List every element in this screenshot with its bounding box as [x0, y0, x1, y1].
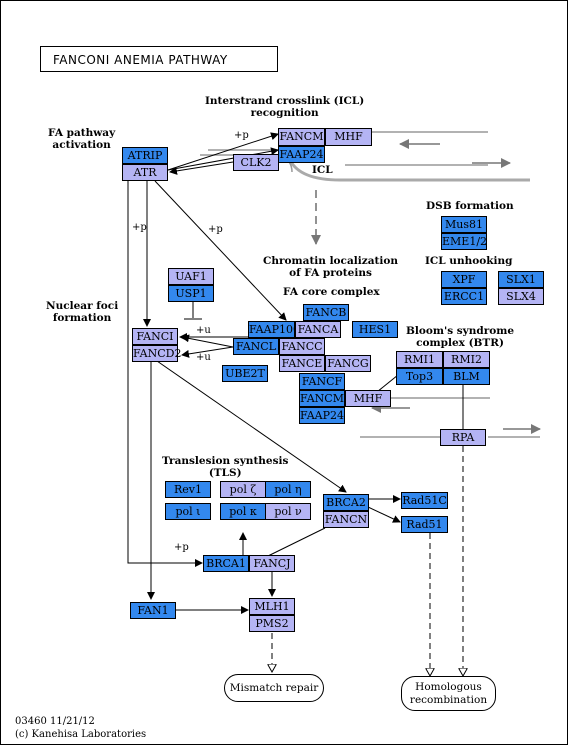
gene-fancc[interactable]: FANCC [279, 338, 325, 355]
gene-fancm[interactable]: FANCM [299, 390, 345, 407]
gene-fancm-top[interactable]: FANCM [278, 128, 325, 146]
gene-fanca[interactable]: FANCA [295, 321, 341, 338]
map-id: 03460 11/21/12 [15, 716, 95, 727]
label-icl-recognition: Interstrand crosslink (ICL)recognition [205, 95, 365, 119]
outcome-mismatch-repair[interactable]: Mismatch repair [224, 674, 324, 702]
gene-rmi1[interactable]: RMI1 [396, 351, 443, 368]
gene-fancg[interactable]: FANCG [325, 355, 371, 372]
gene-rad51[interactable]: Rad51 [401, 516, 448, 533]
ubiquitin-mod: +u [196, 325, 211, 336]
label-icl: ICL [312, 164, 333, 176]
gene-pol-kappa[interactable]: pol κ [220, 503, 266, 520]
phospho-mod: +p [174, 542, 189, 553]
gene-ube2t[interactable]: UBE2T [222, 365, 268, 382]
gene-rmi2[interactable]: RMI2 [443, 351, 490, 368]
gene-clk2[interactable]: CLK2 [233, 154, 279, 171]
ubiquitin-mod: +u [196, 352, 211, 363]
gene-usp1[interactable]: USP1 [168, 285, 214, 302]
gene-blm[interactable]: BLM [443, 368, 490, 385]
gene-hes1[interactable]: HES1 [352, 321, 398, 338]
label-icl-unhooking: ICL unhooking [425, 255, 513, 267]
gene-mhf[interactable]: MHF [345, 390, 391, 407]
gene-fance[interactable]: FANCE [279, 355, 325, 372]
gene-faap100[interactable]: FAAP100 [248, 321, 300, 338]
gene-atr[interactable]: ATR [122, 164, 168, 181]
pathway-title: FANCONI ANEMIA PATHWAY [40, 46, 278, 72]
gene-ercc1[interactable]: ERCC1 [441, 288, 487, 305]
phospho-mod: +p [234, 130, 249, 141]
phospho-mod: +p [132, 222, 147, 233]
phospho-mod: +p [208, 224, 223, 235]
gene-atrip[interactable]: ATRIP [122, 147, 168, 164]
gene-pol-eta[interactable]: pol η [265, 481, 311, 498]
gene-slx1[interactable]: SLX1 [498, 271, 544, 288]
gene-fancj[interactable]: FANCJ [249, 555, 295, 572]
label-dsb-formation: DSB formation [426, 200, 514, 212]
gene-pol-nu[interactable]: pol ν [265, 503, 311, 520]
gene-fancd2[interactable]: FANCD2 [132, 345, 182, 362]
gene-pol-zeta[interactable]: pol ζ [220, 481, 266, 498]
gene-fancf[interactable]: FANCF [299, 373, 345, 390]
gene-mus81[interactable]: Mus81 [441, 216, 487, 233]
gene-pms2[interactable]: PMS2 [249, 615, 295, 632]
label-fa-core: FA core complex [283, 286, 380, 298]
label-tls: Translesion synthesis(TLS) [162, 455, 289, 479]
gene-rpa[interactable]: RPA [440, 429, 486, 446]
gene-slx4[interactable]: SLX4 [498, 288, 544, 305]
gene-rev1[interactable]: Rev1 [165, 481, 211, 498]
gene-xpf[interactable]: XPF [441, 271, 487, 288]
gene-top3[interactable]: Top3 [396, 368, 443, 385]
gene-uaf1[interactable]: UAF1 [168, 268, 214, 285]
gene-mlh1[interactable]: MLH1 [249, 598, 295, 615]
gene-faap24-top[interactable]: FAAP24 [278, 146, 325, 163]
gene-rad51c[interactable]: Rad51C [401, 492, 448, 509]
gene-brca1[interactable]: BRCA1 [203, 555, 249, 572]
gene-pol-iota[interactable]: pol ι [165, 503, 211, 520]
gene-mhf-top[interactable]: MHF [325, 128, 372, 146]
gene-faap24[interactable]: FAAP24 [299, 407, 345, 424]
copyright: (c) Kanehisa Laboratories [15, 729, 147, 740]
gene-eme1[interactable]: EME1/2 [441, 233, 488, 250]
gene-fan1[interactable]: FAN1 [130, 602, 176, 619]
gene-fanci[interactable]: FANCI [132, 328, 178, 345]
gene-fancn[interactable]: FANCN [323, 511, 369, 528]
gene-brca2[interactable]: BRCA2 [323, 494, 369, 511]
gene-fancl[interactable]: FANCL [233, 338, 279, 355]
gene-fancb[interactable]: FANCB [303, 304, 349, 321]
